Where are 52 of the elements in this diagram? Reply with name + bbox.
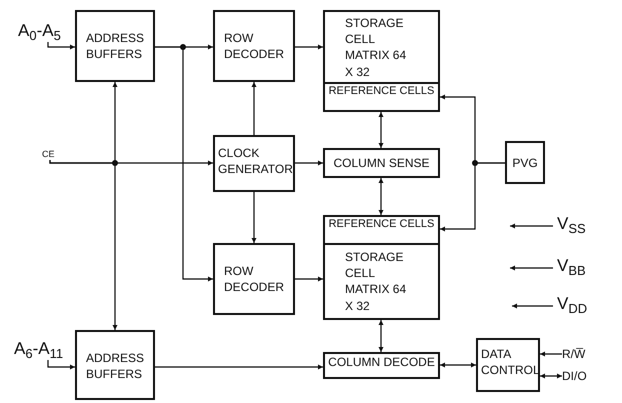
block-label: ADDRESS BUFFERS <box>86 30 146 62</box>
memory-block <box>323 10 440 112</box>
arrow <box>155 364 323 370</box>
buffer-block <box>75 330 155 400</box>
buffer-block <box>75 10 155 82</box>
arrow <box>378 112 384 148</box>
decoder-block <box>213 10 295 82</box>
arrow <box>47 42 75 50</box>
decoder-block <box>213 243 295 315</box>
sense-block <box>323 148 440 178</box>
arrow <box>510 266 553 270</box>
memory-block <box>323 215 440 320</box>
control-block <box>476 338 540 392</box>
block-label: REFERENCE CELLS <box>328 85 436 98</box>
signal-label: A$_{6}$-A$_{11}$ <box>14 340 64 360</box>
arrow <box>252 192 256 243</box>
clock-block <box>213 135 295 192</box>
arrow <box>47 360 75 370</box>
arrow <box>295 160 323 166</box>
arrow <box>512 304 553 308</box>
arrow <box>440 362 476 368</box>
arrow <box>49 160 118 330</box>
decoder-block <box>323 352 440 379</box>
signal-label: A$_{0}$-A$_{5}$ <box>18 22 62 42</box>
block-label: STORAGE CELL MATRIX 64 X 32 <box>345 15 408 80</box>
signal-label: DI/O <box>562 368 588 384</box>
arrow <box>378 178 384 215</box>
arrow <box>252 82 256 135</box>
block-label: STORAGE CELL MATRIX 64 X 32 <box>345 249 408 314</box>
arrow <box>510 224 553 228</box>
arrow <box>540 352 562 356</box>
supply-label: V$_{DD}$ <box>557 295 588 315</box>
block-label: REFERENCE CELLS <box>328 218 436 232</box>
block-label: CLOCK GENERATOR <box>218 145 294 178</box>
arrow <box>540 374 562 378</box>
arrow <box>155 46 213 282</box>
signal-label: CE <box>42 149 56 160</box>
arrow <box>378 320 384 352</box>
block-label: ADDRESS BUFFERS <box>86 350 146 382</box>
block-label: ROW DECODER <box>224 263 286 296</box>
generator-block <box>505 141 545 184</box>
block-label: COLUMN SENSE <box>332 155 431 172</box>
block-label: PVG <box>511 155 539 172</box>
arrow <box>295 276 323 282</box>
block-label: DATA CONTROL <box>481 346 541 378</box>
supply-label: V$_{SS}$ <box>557 215 587 235</box>
arrow <box>295 44 323 50</box>
signal-label: R/W̅ <box>562 346 586 362</box>
block-label: COLUMN DECODE <box>327 354 436 370</box>
block-label: ROW DECODER <box>224 30 286 62</box>
arrow <box>440 162 505 232</box>
supply-label: V$_{BB}$ <box>557 257 587 277</box>
